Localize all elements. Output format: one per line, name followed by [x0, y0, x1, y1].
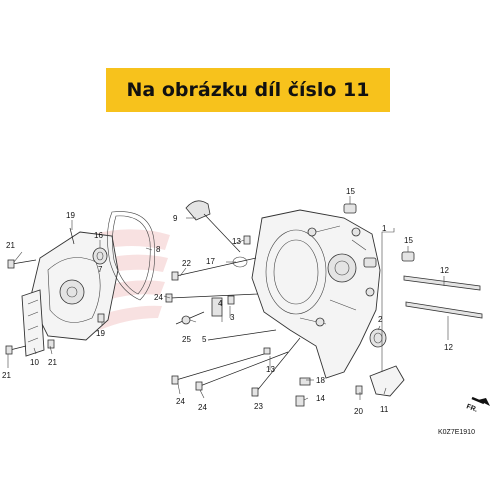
fr-label: FR. [465, 403, 478, 413]
callout-12-b: 12 [444, 343, 453, 352]
callout-14: 14 [316, 394, 325, 403]
callout-24-a: 24 [154, 293, 163, 302]
callout-25: 25 [182, 335, 191, 344]
bolts [5, 227, 363, 407]
callout-15-b: 15 [404, 236, 413, 245]
callout-5: 5 [202, 335, 207, 344]
callout-labels: 21 19 16 8 9 7 13 17 22 15 1 15 12 24 25… [2, 187, 453, 416]
dowel-15-b [363, 257, 377, 268]
callout-12-a: 12 [440, 266, 449, 275]
callout-19-a: 19 [66, 211, 75, 220]
callout-15-a: 15 [346, 187, 355, 196]
oil-seal-16 [92, 247, 108, 265]
callout-10: 10 [30, 358, 39, 367]
callout-16: 16 [94, 231, 103, 240]
stud-bolts-12 [403, 275, 483, 319]
part-number-banner: Na obrázku díl číslo 11 [106, 68, 390, 112]
leader-lines [7, 196, 449, 401]
callout-19-b: 19 [96, 329, 105, 338]
callout-21-c: 21 [48, 358, 57, 367]
callout-21-a: 21 [6, 241, 15, 250]
diagram-code: K0Z7E1910 [438, 429, 475, 436]
banner-text: Na obrázku díl číslo 11 [126, 79, 370, 101]
callout-21-b: 21 [2, 371, 11, 380]
callout-17: 17 [206, 257, 215, 266]
callout-8: 8 [156, 245, 161, 254]
callout-13-b: 13 [266, 365, 275, 374]
oil-dipstick-9 [185, 200, 241, 253]
front-direction-indicator: FR. [465, 396, 490, 414]
callout-7: 7 [98, 265, 103, 274]
callout-3: 3 [230, 313, 235, 322]
callout-1: 1 [382, 224, 387, 233]
callout-11: 11 [380, 405, 389, 414]
crankcase-1 [251, 209, 381, 379]
bracket-11 [369, 365, 405, 397]
dowel-15-c [401, 251, 415, 262]
callout-9: 9 [173, 214, 178, 223]
callout-2: 2 [378, 315, 383, 324]
gasket-8 [107, 211, 155, 301]
callout-22: 22 [182, 259, 191, 268]
callout-24-b: 24 [176, 397, 185, 406]
callout-13-a: 13 [232, 237, 241, 246]
callout-20: 20 [354, 407, 363, 416]
callout-4: 4 [218, 299, 223, 308]
callout-23: 23 [254, 402, 263, 411]
callout-24-c: 24 [198, 403, 207, 412]
dowel-15-a [343, 203, 357, 214]
bearing-2 [369, 328, 387, 348]
callout-18: 18 [316, 376, 325, 385]
